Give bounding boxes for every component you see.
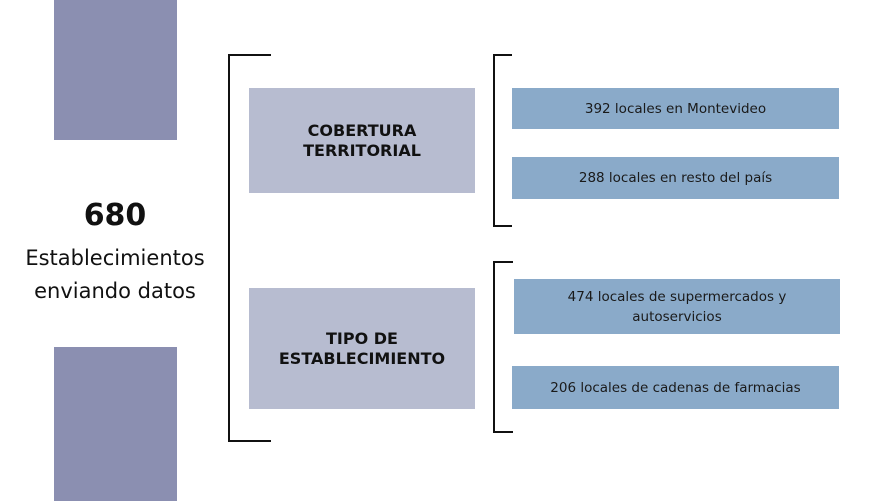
detail-montevideo: 392 locales en Montevideo — [512, 88, 839, 129]
detail-pharmacies: 206 locales de cadenas de farmacias — [512, 366, 839, 409]
bracket-coverage — [493, 54, 512, 227]
decorative-block-bottom — [54, 347, 177, 501]
detail-rest-of-country: 288 locales en resto del país — [512, 157, 839, 199]
category-coverage-title: COBERTURA TERRITORIAL — [303, 120, 421, 160]
category-establishment-type: TIPO DE ESTABLECIMIENTO — [249, 288, 475, 409]
category-establishment-type-title: TIPO DE ESTABLECIMIENTO — [278, 328, 446, 368]
total-label: Establecimientos enviando datos — [25, 246, 205, 303]
detail-rest-of-country-text: 288 locales en resto del país — [578, 170, 773, 186]
category-coverage: COBERTURA TERRITORIAL — [249, 88, 475, 193]
bracket-main — [228, 54, 271, 442]
bracket-establishment-type — [493, 261, 513, 433]
detail-pharmacies-text: 206 locales de cadenas de farmacias — [550, 379, 801, 396]
detail-supermarkets-text: 474 locales de supermercados y autoservi… — [567, 288, 787, 325]
detail-supermarkets: 474 locales de supermercados y autoservi… — [514, 279, 840, 334]
detail-montevideo-text: 392 locales en Montevideo — [584, 100, 767, 117]
decorative-block-top — [54, 0, 177, 140]
total-count: 680 — [83, 198, 147, 233]
